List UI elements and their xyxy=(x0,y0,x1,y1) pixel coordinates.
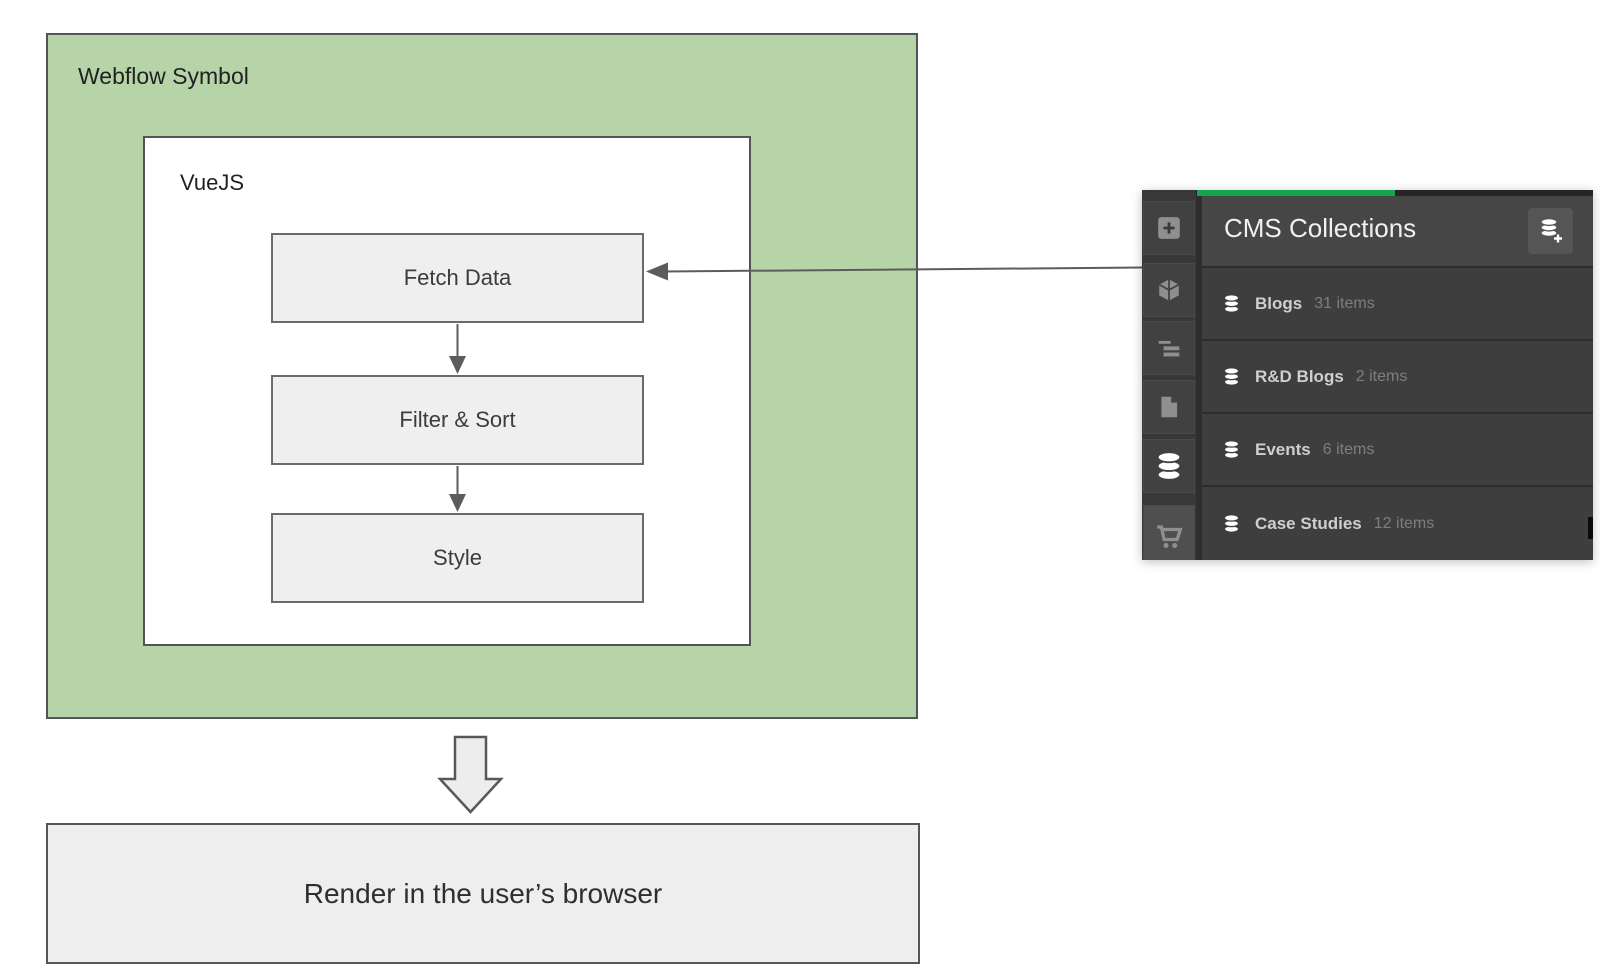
step-style-label: Style xyxy=(433,545,482,570)
plus-square-glyph xyxy=(1158,217,1180,239)
toolbar-panel-divider xyxy=(1196,196,1202,560)
add-panel-icon[interactable] xyxy=(1143,201,1195,255)
collection-count: 2 items xyxy=(1355,367,1408,385)
collection-database-icon xyxy=(1223,367,1240,386)
collection-database-icon xyxy=(1223,440,1240,459)
cms-database-icon[interactable] xyxy=(1143,439,1195,493)
cms-panel-title: CMS Collections xyxy=(1224,213,1417,243)
vuejs-label: VueJS xyxy=(180,170,245,195)
step-filter-sort-label: Filter & Sort xyxy=(399,407,516,432)
designer-left-toolbar xyxy=(1142,190,1196,560)
navigator-glyph xyxy=(1158,340,1180,357)
components-cube-icon[interactable] xyxy=(1143,263,1195,317)
collection-row-rd-blogs[interactable]: R&D Blogs 2 items xyxy=(1202,341,1593,414)
step-fetch-data-label: Fetch Data xyxy=(403,265,512,290)
page-glyph xyxy=(1161,396,1178,418)
collection-name: Case Studies xyxy=(1255,513,1362,533)
add-collection-button[interactable] xyxy=(1528,208,1573,254)
collection-database-icon xyxy=(1223,514,1240,533)
cms-panel-content: CMS Collections xyxy=(1202,196,1593,560)
database-glyph-active xyxy=(1156,451,1182,481)
collection-row-case-studies[interactable]: Case Studies 12 items xyxy=(1202,487,1593,560)
collection-name: R&D Blogs xyxy=(1255,366,1344,386)
collection-name: Events xyxy=(1255,439,1311,459)
webflow-symbol-label: Webflow Symbol xyxy=(78,63,249,89)
collection-row-events[interactable]: Events 6 items xyxy=(1202,414,1593,487)
collection-name: Blogs xyxy=(1255,293,1303,313)
navigator-icon[interactable] xyxy=(1143,321,1195,375)
render-output-label: Render in the user’s browser xyxy=(303,877,663,909)
database-add-icon xyxy=(1539,217,1562,243)
cms-collections-panel: CMS Collections xyxy=(1142,190,1593,560)
step-filter-sort: Filter & Sort xyxy=(271,375,644,465)
panel-scrollbar-fragment[interactable] xyxy=(1588,517,1593,539)
render-output-box: Render in the user’s browser xyxy=(46,823,920,964)
collection-count: 6 items xyxy=(1322,440,1375,458)
cube-glyph xyxy=(1158,279,1180,301)
collection-row-blogs[interactable]: Blogs 31 items xyxy=(1202,268,1593,341)
collection-count: 31 items xyxy=(1314,294,1375,312)
step-style: Style xyxy=(271,513,644,603)
big-down-arrow xyxy=(437,735,504,814)
loading-progress-bar xyxy=(1197,190,1395,196)
cms-panel-header: CMS Collections xyxy=(1202,196,1593,268)
collection-list: Blogs 31 items R&D Blogs 2 items xyxy=(1202,268,1593,560)
cart-glyph xyxy=(1157,525,1183,548)
collection-database-icon xyxy=(1223,294,1240,313)
pages-icon[interactable] xyxy=(1143,380,1195,434)
ecommerce-cart-icon[interactable] xyxy=(1143,505,1195,560)
step-fetch-data: Fetch Data xyxy=(271,233,644,323)
collection-count: 12 items xyxy=(1373,514,1435,532)
